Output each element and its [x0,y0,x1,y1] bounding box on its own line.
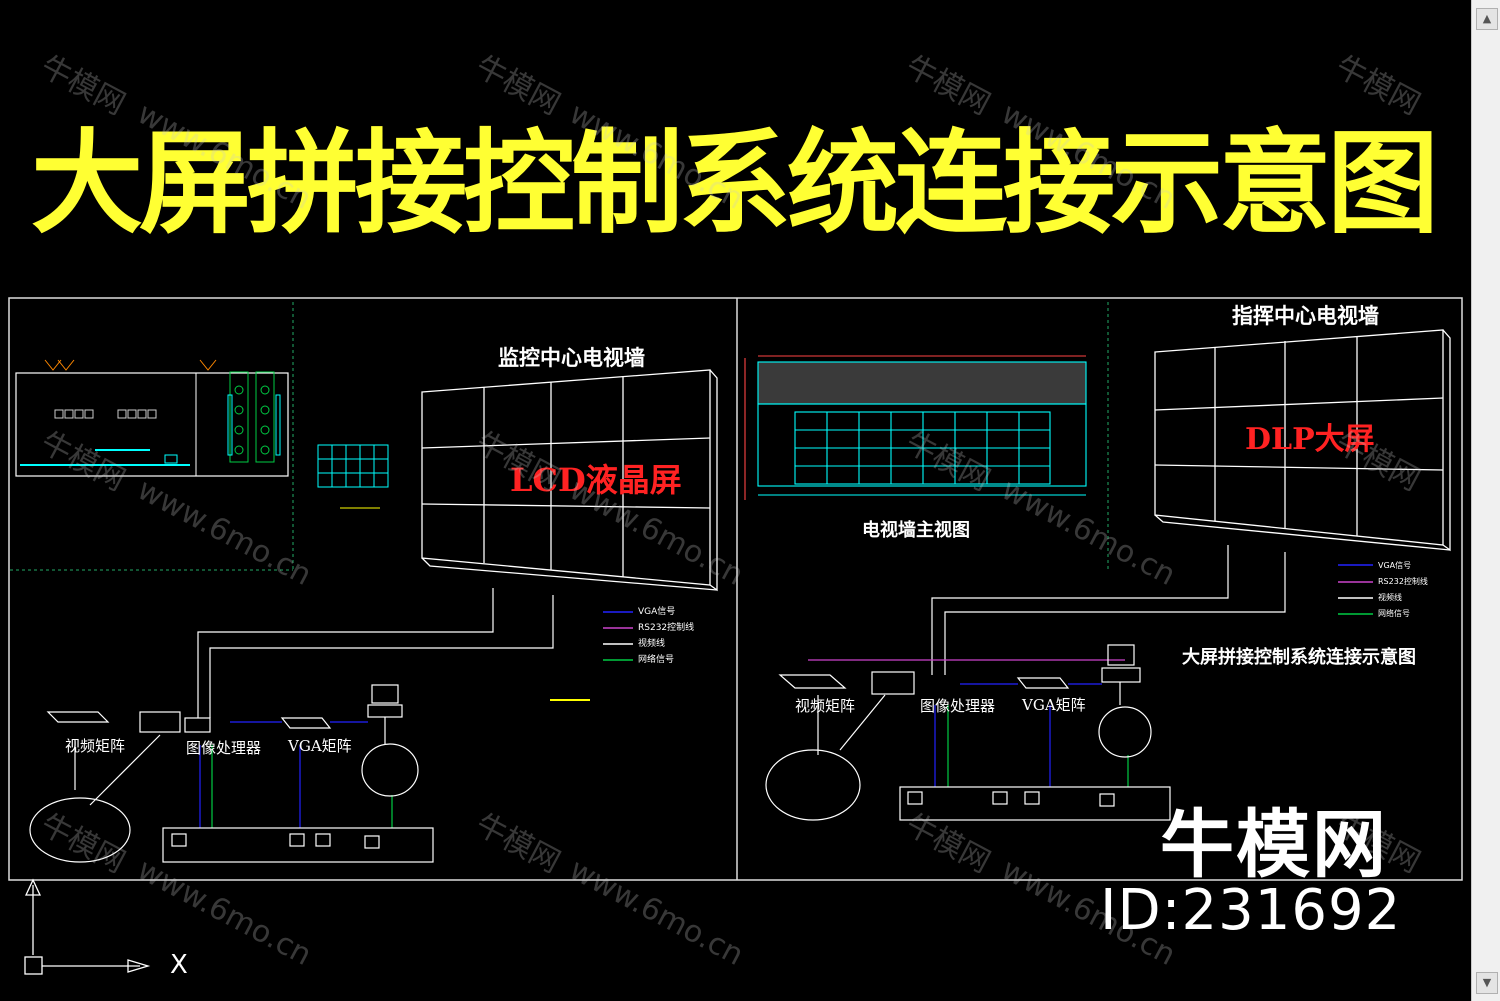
left-screen-label: LCD液晶屏 [510,461,682,499]
legend-item: 视频线 [1378,593,1402,602]
outer-frame [8,297,1463,881]
middle-caption: 电视墙主视图 [862,520,970,541]
vertical-scrollbar[interactable]: ▲ ▼ [1471,0,1500,1001]
legend-item: 网络信号 [638,655,675,665]
right-caption: 大屏拼接控制系统连接示意图 [1182,647,1416,668]
left-network [29,684,434,863]
axis-x-label: X [170,950,188,980]
right-legend-lines [1338,564,1373,615]
left-wall-title: 监控中心电视墙 [498,345,645,370]
right-device-video-matrix: 视频矩阵 [795,697,856,715]
right-device-image-processor: 图像处理器 [920,697,996,715]
right-screen-label: DLP大屏 [1245,422,1375,457]
ucs-axis [24,878,151,975]
right-video-wall [1154,329,1451,552]
legend-item: VGA信号 [638,607,676,617]
legend-item: RS232控制线 [1378,577,1428,586]
right-legend: VGA信号 RS232控制线 视频线 网络信号 [1378,558,1428,622]
legend-item: 视频线 [638,639,666,649]
right-wall-title: 指挥中心电视墙 [1232,303,1379,328]
left-device-image-processor: 图像处理器 [186,739,262,757]
brand-logo-text: 牛模网 [1160,802,1388,888]
drawing-title: 大屏拼接控制系统连接示意图 [31,119,1439,249]
legend-item: VGA信号 [1378,561,1412,570]
legend-item: 网络信号 [1378,609,1410,618]
right-wall-cables [931,545,1286,675]
brand-id: ID:231692 [1100,878,1402,943]
left-plan-view [15,359,289,477]
scroll-up-button[interactable]: ▲ [1476,8,1498,30]
left-device-video-matrix: 视频矩阵 [65,737,126,755]
left-wall-cables [197,588,554,718]
right-device-vga-matrix: VGA矩阵 [1022,696,1086,714]
middle-front-view [744,355,1087,500]
left-legend-lines [603,611,633,661]
scroll-down-button[interactable]: ▼ [1476,972,1498,994]
left-device-vga-matrix: VGA矩阵 [288,737,352,755]
small-cyan-grid [317,444,389,509]
right-network [765,644,1171,821]
left-video-wall [421,369,718,592]
legend-item: RS232控制线 [638,623,695,633]
left-legend: VGA信号 RS232控制线 视频线 网络信号 [638,604,694,668]
